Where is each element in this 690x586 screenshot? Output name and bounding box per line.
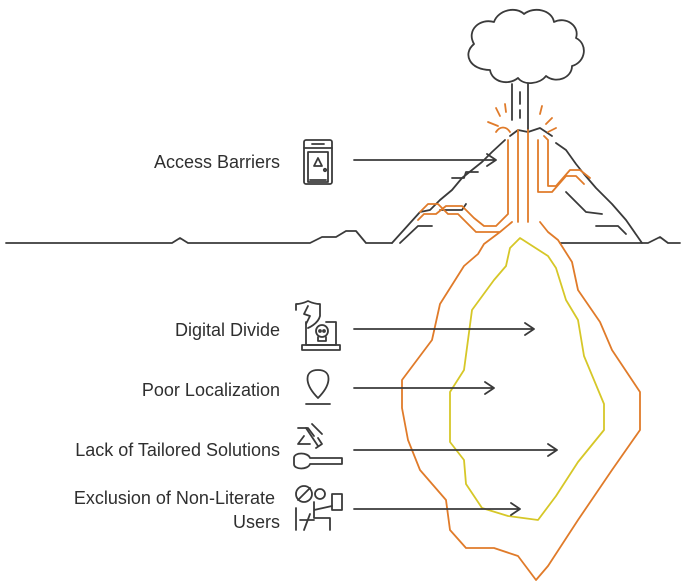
portable-toilet-icon <box>303 139 333 185</box>
label-digital-divide: Digital Divide <box>175 320 280 340</box>
arrow-lack-tailored <box>353 443 558 457</box>
lava-splashes <box>487 103 557 133</box>
broken-tools-icon <box>293 423 343 470</box>
arrows <box>353 153 558 516</box>
magma-chamber-inner <box>449 237 605 521</box>
volcano <box>391 127 643 244</box>
magma-chamber-outer <box>401 129 641 581</box>
ground-line <box>5 230 681 244</box>
label-exclusion-non-literate: Exclusion of Non-Literate Users <box>74 488 280 532</box>
label-poor-localization: Poor Localization <box>142 380 280 400</box>
arrow-digital-divide <box>353 322 535 336</box>
labels: Access Barriers Digital Divide Poor Loca… <box>74 152 280 532</box>
arrow-access-barriers <box>353 153 497 167</box>
label-lack-tailored-solutions: Lack of Tailored Solutions <box>75 440 280 460</box>
eruption-cloud <box>467 8 585 131</box>
laptop-skull-shield-icon <box>295 300 341 351</box>
location-pin-icon <box>305 369 331 405</box>
person-reading-prohibited-icon <box>295 485 343 531</box>
arrow-exclusion <box>353 502 521 516</box>
arrow-poor-localization <box>353 381 495 395</box>
label-access-barriers: Access Barriers <box>154 152 280 172</box>
